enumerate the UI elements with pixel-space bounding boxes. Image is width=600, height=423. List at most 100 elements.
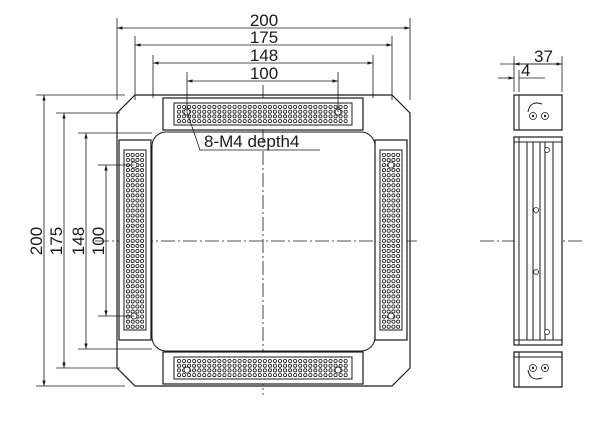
connector-pin (247, 373, 252, 378)
connector-pin (396, 158, 401, 163)
connector-pin (283, 109, 288, 114)
connector-pin (272, 368, 277, 373)
connector-pin (182, 119, 187, 124)
connector-pin (212, 363, 217, 368)
connector-pin (391, 208, 396, 213)
connector-pin (217, 109, 222, 114)
connector-pin (140, 218, 145, 223)
connector-pin (338, 363, 343, 368)
connector-pin (126, 259, 131, 264)
connector-pin (222, 368, 227, 373)
connector-pin (130, 173, 135, 178)
connector-pin (277, 119, 282, 124)
connector-pin (217, 363, 222, 368)
connector-pin (381, 223, 386, 228)
connector-pin (303, 109, 308, 114)
connector-pin (293, 358, 298, 363)
front-view: 8-M4 depth4 200 175 148 100 (27, 11, 420, 395)
connector-pin (396, 314, 401, 319)
connector-pin (323, 373, 328, 378)
connector-pin (135, 274, 140, 279)
connector-pin (391, 294, 396, 299)
connector-pin (396, 228, 401, 233)
connector-pin (396, 248, 401, 253)
connector-pin (140, 208, 145, 213)
connector-pin (232, 119, 237, 124)
connector-pin (338, 119, 343, 124)
connector-pin (130, 279, 135, 284)
connector-pin (130, 259, 135, 264)
connector-pin (130, 289, 135, 294)
connector-pin (252, 358, 257, 363)
connector-pin (298, 363, 303, 368)
connector-pin (328, 119, 333, 124)
connector-pin (126, 264, 131, 269)
connector-pin (262, 363, 267, 368)
connector-pin (303, 119, 308, 124)
connector-pin (386, 259, 391, 264)
connector-pin (130, 269, 135, 274)
connector-pin (386, 304, 391, 309)
connector-pin (381, 173, 386, 178)
connector-pin (247, 105, 252, 110)
connector-pin (391, 248, 396, 253)
mounting-holes (130, 108, 395, 374)
connector-pin (381, 203, 386, 208)
connector-pin (308, 373, 313, 378)
connector-pin (338, 114, 343, 119)
connector-pin (323, 358, 328, 363)
connector-pin (386, 178, 391, 183)
connector-pin (140, 158, 145, 163)
connector-pin (396, 289, 401, 294)
connector-pin (318, 109, 323, 114)
connector-pin (277, 358, 282, 363)
connector-pin (288, 373, 293, 378)
connector-pin (267, 358, 272, 363)
connector-pin (140, 319, 145, 324)
connector-pin (192, 109, 197, 114)
connector-pin (126, 294, 131, 299)
connector-pin (227, 363, 232, 368)
connector-pin (140, 238, 145, 243)
connector-pin (140, 309, 145, 314)
connector-pin (343, 358, 348, 363)
connector-pin (237, 114, 242, 119)
connector-pin (343, 114, 348, 119)
connector-pin (396, 203, 401, 208)
connector-pin (262, 105, 267, 110)
connector-pin (277, 114, 282, 119)
connector-pin (176, 358, 181, 363)
connector-pin (396, 284, 401, 289)
connector-pin (386, 183, 391, 188)
dim-148-vertical: 148 (69, 227, 88, 255)
dim-148-horizontal: 148 (250, 46, 278, 65)
connector-pin (267, 373, 272, 378)
connector-pin (222, 119, 227, 124)
connector-pin (126, 152, 131, 157)
connector-pin (247, 358, 252, 363)
connector-pin (396, 223, 401, 228)
connector-pin (135, 198, 140, 203)
connector-pin (386, 243, 391, 248)
connector-pin (202, 114, 207, 119)
connector-pin (328, 114, 333, 119)
connector-pin (396, 269, 401, 274)
connector-pin (391, 213, 396, 218)
connector-pin (396, 299, 401, 304)
connector-pin (272, 109, 277, 114)
connector-pin (252, 363, 257, 368)
connector-pin (396, 319, 401, 324)
connector-pin (298, 109, 303, 114)
connector-pin (192, 114, 197, 119)
connector-pin (381, 289, 386, 294)
connector-pin (283, 114, 288, 119)
connector-pin (242, 368, 247, 373)
hole-note-leader (186, 111, 320, 151)
connector-pin (396, 152, 401, 157)
connector-pin (386, 324, 391, 329)
connector-pin (272, 358, 277, 363)
dim-175-horizontal: 175 (250, 28, 278, 47)
connector-pin (381, 324, 386, 329)
connector-pin (328, 373, 333, 378)
connector-pin (126, 248, 131, 253)
